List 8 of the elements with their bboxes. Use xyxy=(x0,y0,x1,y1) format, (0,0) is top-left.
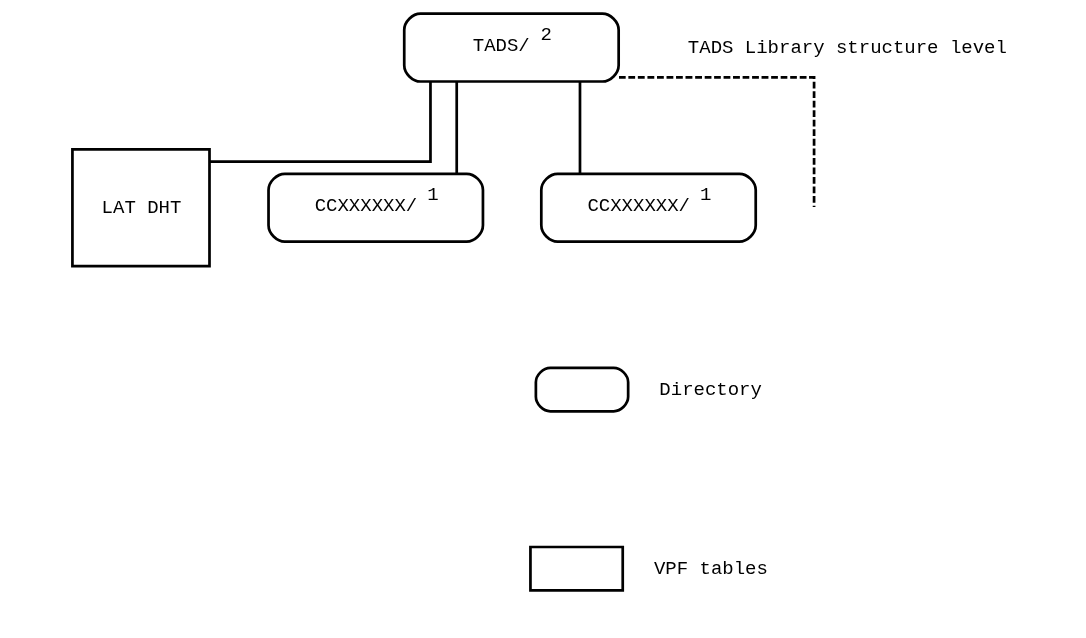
connector xyxy=(578,81,582,174)
node-box: LAT DHT xyxy=(71,148,211,268)
connector xyxy=(455,81,459,174)
legend-label: Directory xyxy=(659,378,762,401)
legend-label: VPF tables xyxy=(653,557,768,580)
connector xyxy=(619,76,816,207)
label: TADS Library structure level xyxy=(687,36,1007,59)
connector xyxy=(209,81,432,163)
